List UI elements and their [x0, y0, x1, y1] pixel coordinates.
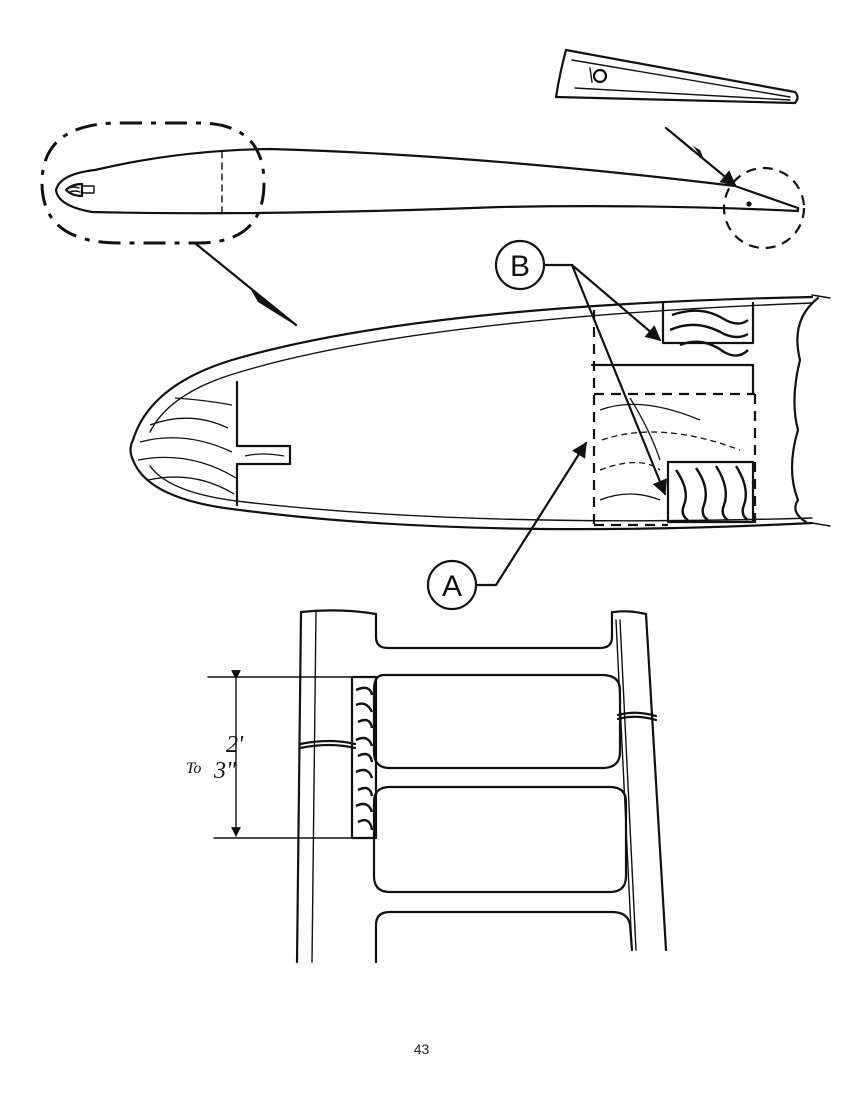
dimension-value-top: 2' [226, 732, 244, 758]
dimension-prefix: To [186, 760, 201, 777]
rib-plan-view [295, 609, 668, 964]
enlarged-wing-section [129, 294, 831, 531]
callout-a-label: A [442, 570, 462, 603]
trailing-edge-detail [554, 48, 799, 105]
callout-b: B [494, 239, 667, 496]
dimension-label: 2' To 3" [186, 732, 244, 784]
airfoil-profile [54, 147, 800, 215]
dimension-value-bottom: 3" [213, 758, 237, 784]
page-number: 43 [413, 1041, 430, 1057]
callout-b-label: B [510, 250, 530, 283]
callout-a: A [426, 441, 588, 611]
nose-detail-oval [40, 121, 266, 245]
tail-detail-circle [722, 166, 806, 250]
trailing-edge-arrow [664, 126, 737, 187]
nose-detail-arrow [194, 242, 298, 327]
dimension-lines [207, 670, 353, 839]
